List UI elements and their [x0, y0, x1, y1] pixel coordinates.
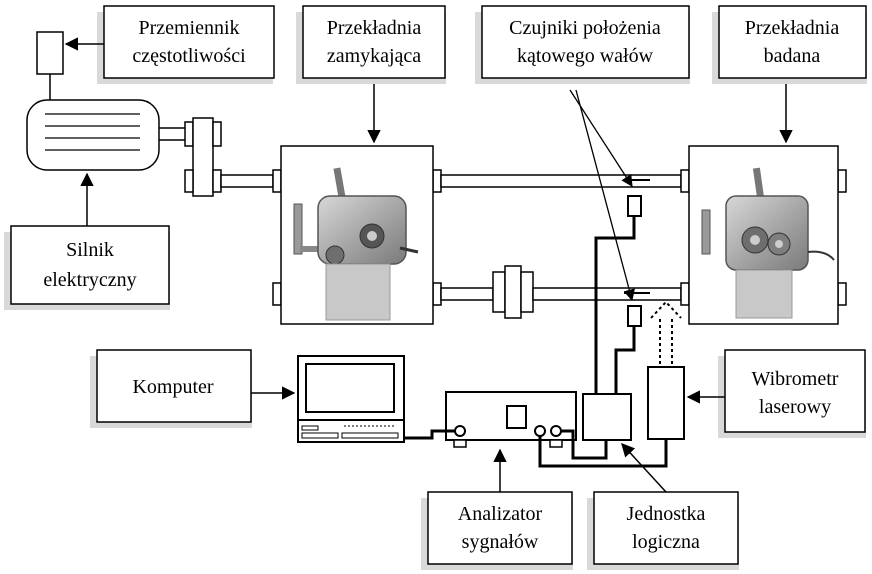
signal-analyzer-line1: Analizator — [458, 503, 543, 525]
laser-vibrometer-unit — [648, 367, 684, 439]
electric-motor-line1: Silnik — [66, 239, 114, 261]
closing-gear-line1: Przekładnia — [327, 17, 422, 39]
label-box-angle-sensors: Czujniki położenia kątowego wałów — [475, 6, 690, 84]
signal-analyzer-line2: sygnałów — [462, 531, 539, 553]
frequency-converter-line2: częstotliwości — [132, 45, 246, 67]
closing-gear-line2: zamykająca — [327, 45, 421, 67]
laser-vibrometer-line1: Wibrometr — [752, 368, 839, 390]
angle-sensors-line1: Czujniki położenia — [509, 17, 661, 39]
laser-beam — [651, 302, 681, 364]
tested-gear-line2: badana — [764, 45, 821, 67]
label-box-laser-vibrometer: Wibrometr laserowy — [718, 350, 866, 438]
logic-unit — [583, 394, 631, 440]
frequency-converter-unit — [37, 32, 63, 74]
electric-motor — [27, 100, 185, 170]
signal-analyzer — [446, 392, 576, 447]
belt-drive — [185, 118, 221, 196]
cable-lower-sensor — [616, 326, 634, 394]
label-box-electric-motor: Silnik elektryczny — [4, 226, 170, 310]
arrow-sensors-lower — [576, 90, 632, 300]
angle-sensors-line2: kątowego wałów — [517, 45, 654, 67]
label-box-signal-analyzer: Analizator sygnałów — [421, 492, 573, 570]
label-box-tested-gear: Przekładnia badana — [712, 6, 867, 84]
electric-motor-line2: elektryczny — [43, 269, 136, 291]
logic-unit-line2: logiczna — [632, 531, 700, 553]
label-box-frequency-converter: Przemiennik częstotliwości — [97, 6, 274, 84]
logic-unit-line1: Jednostka — [627, 503, 706, 525]
computer-label: Komputer — [132, 376, 213, 398]
label-box-closing-gear: Przekładnia zamykająca — [296, 6, 446, 84]
frequency-converter-line1: Przemiennik — [138, 17, 239, 39]
tested-gear-line1: Przekładnia — [745, 17, 840, 39]
laser-vibrometer-line2: laserowy — [759, 396, 831, 418]
arrow-to-logic-unit — [622, 444, 666, 492]
label-box-computer: Komputer — [90, 350, 252, 428]
label-box-logic-unit: Jednostka logiczna — [587, 492, 739, 570]
computer-device — [298, 356, 404, 442]
